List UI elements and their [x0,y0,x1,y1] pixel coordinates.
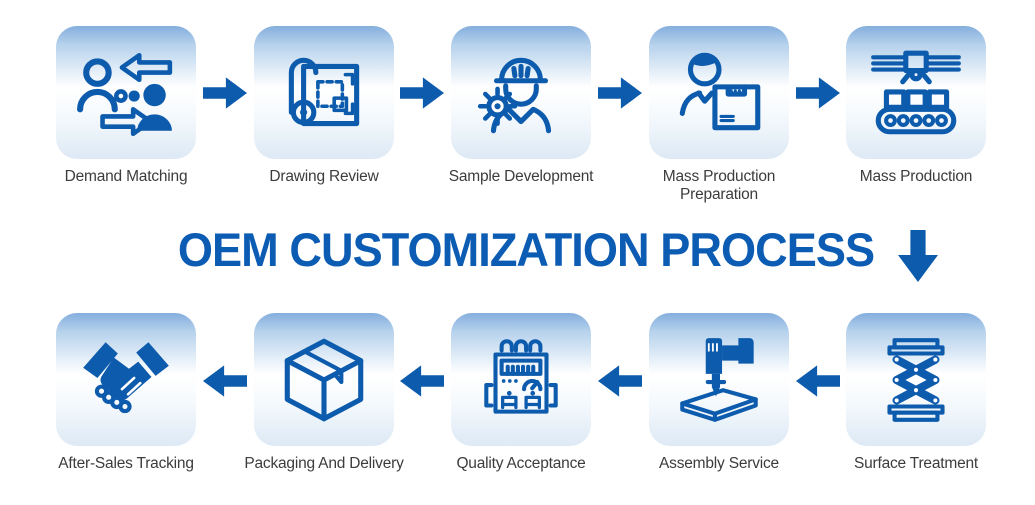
step-box [56,313,196,446]
flow-arrow-right-icon [796,77,840,109]
assembly-service-icon [680,337,758,422]
step-mass-production: Mass Production [836,26,996,186]
flow-arrow-left-icon [400,365,444,397]
step-label: Packaging And Delivery [244,455,404,472]
step-demand-matching: Demand Matching [46,26,206,186]
step-box [649,313,789,446]
flow-arrow-left-icon [796,365,840,397]
step-drawing-review: Drawing Review [244,26,404,186]
step-quality-acceptance: Quality Acceptance [441,313,601,473]
step-box [56,26,196,159]
step-box [846,313,986,446]
surface-treatment-icon [887,337,945,422]
step-sample-development: Sample Development [441,26,601,186]
packaging-and-delivery-icon [284,338,364,421]
step-label: After-Sales Tracking [58,455,194,472]
step-box [254,313,394,446]
demand-matching-icon [77,52,173,136]
step-box [451,26,591,159]
step-label: Drawing Review [269,168,379,185]
step-label: Mass Production Preparation [662,168,776,203]
flow-arrow-left-icon [598,365,642,397]
step-label: Demand Matching [64,168,188,185]
flow-arrow-right-icon [598,77,642,109]
step-label: Quality Acceptance [456,455,586,472]
mass-production-preparation-icon [679,52,761,130]
step-label: Assembly Service [659,455,779,472]
step-label: Sample Development [448,168,594,185]
flow-arrow-left-icon [203,365,247,397]
step-label: Mass Production [859,168,973,185]
step-assembly-service: Assembly Service [639,313,799,473]
step-surface-treatment: Surface Treatment [836,313,996,473]
flow-arrow-right-icon [203,77,247,109]
step-box [451,313,591,446]
mass-production-icon [871,50,961,134]
quality-acceptance-icon [484,338,558,414]
sample-development-icon [477,57,552,133]
step-packaging-and-delivery: Packaging And Delivery [244,313,404,473]
flow-arrow-right-icon [400,77,444,109]
step-after-sales-tracking: After-Sales Tracking [46,313,206,473]
after-sales-tracking-icon [83,341,169,413]
step-box [254,26,394,159]
step-label: Surface Treatment [853,455,979,472]
step-box [846,26,986,159]
page-title: OEM CUSTOMIZATION PROCESS [177,223,875,276]
drawing-review-icon [288,57,360,126]
step-mass-production-preparation: Mass Production Preparation [639,26,799,204]
step-box [649,26,789,159]
